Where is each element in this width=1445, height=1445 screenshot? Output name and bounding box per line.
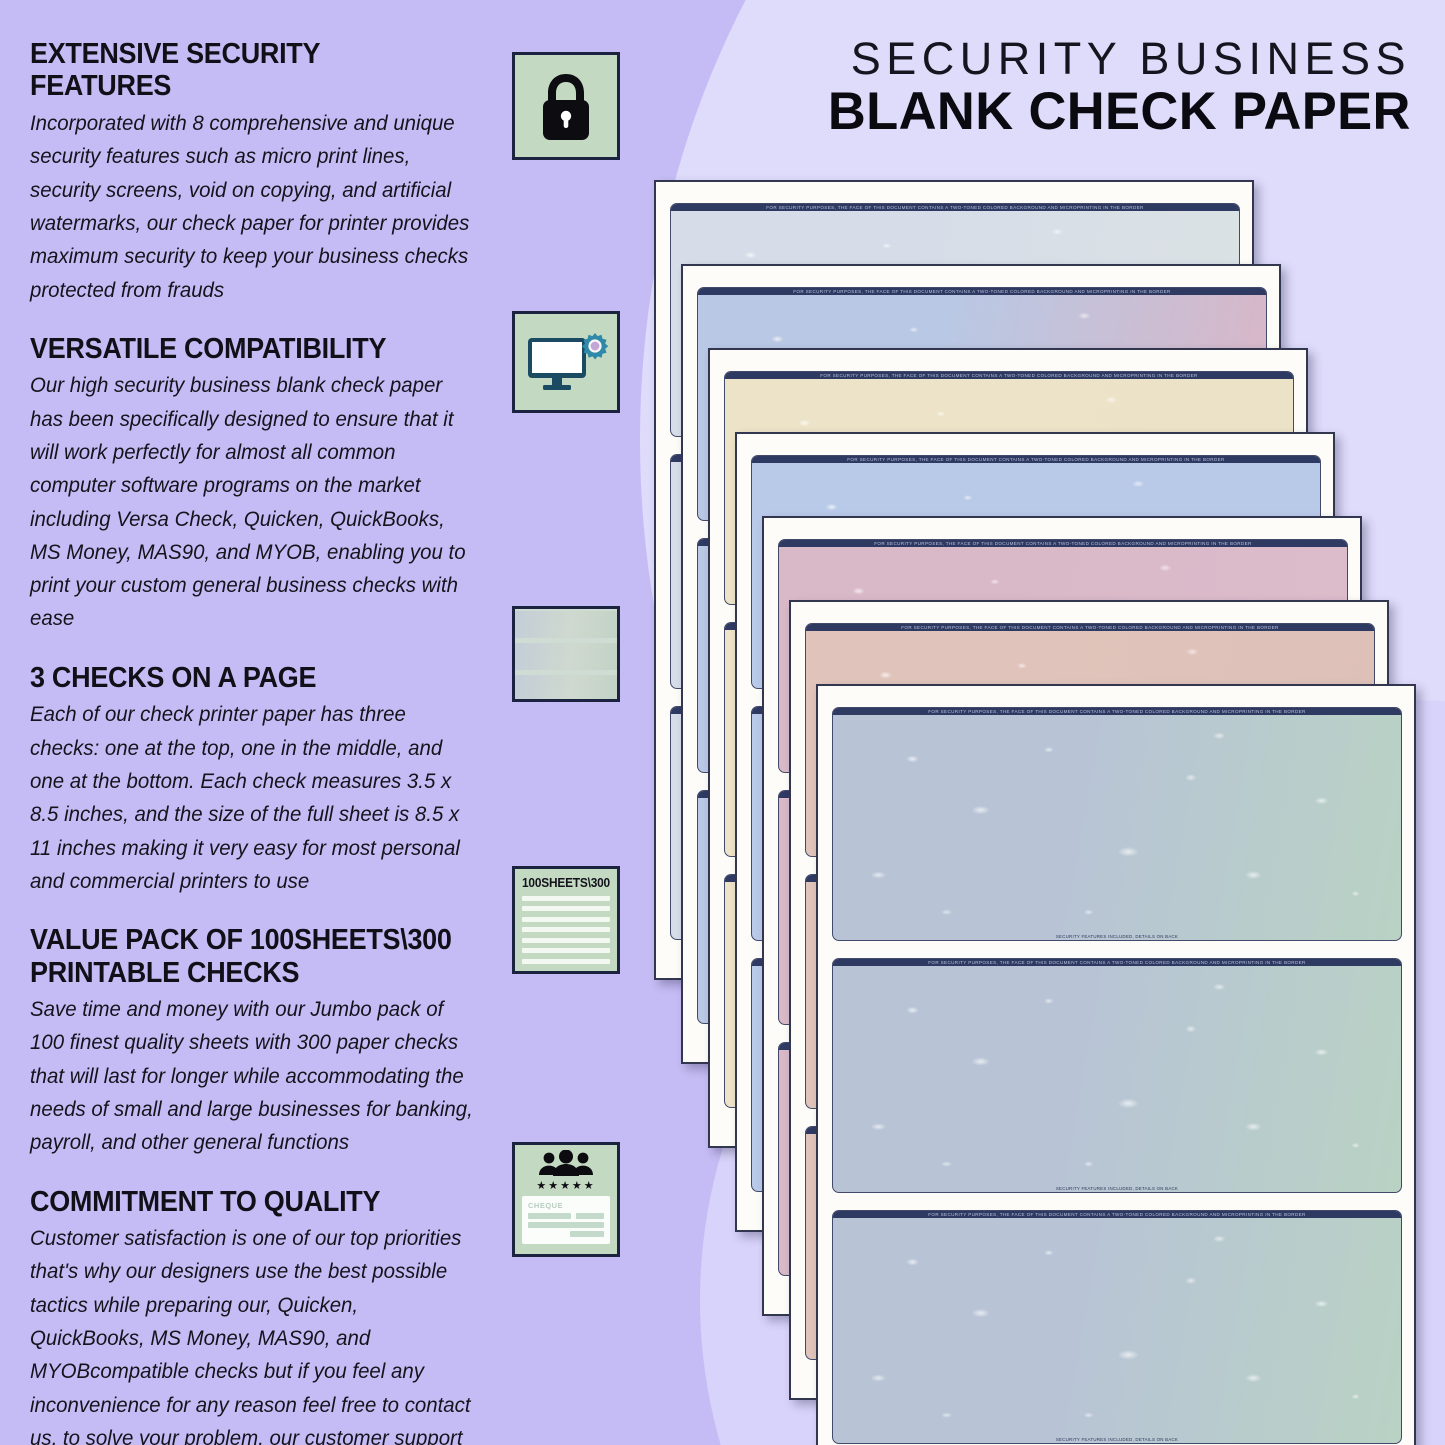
feature-block-compatibility: VERSATILE COMPATIBILITY Our high securit… — [30, 333, 500, 636]
features-column: EXTENSIVE SECURITY FEATURES Incorporated… — [30, 38, 500, 1445]
icon-tile-quality: ★★★★★ CHEQUE — [512, 1142, 620, 1257]
microprint-bottom-text: SECURITY FEATURES INCLUDED, DETAILS ON B… — [1055, 1185, 1179, 1191]
feature-heading: 3 CHECKS ON A PAGE — [30, 661, 317, 694]
cheque-card-icon: CHEQUE — [522, 1196, 610, 1244]
check-3: FOR SECURITY PURPOSES, THE FACE OF THIS … — [832, 1209, 1402, 1445]
mini-check-strip — [515, 675, 617, 699]
microprint-top-bar: FOR SECURITY PURPOSES, THE FACE OF THIS … — [671, 203, 1239, 211]
microprint-top-bar: FOR SECURITY PURPOSES, THE FACE OF THIS … — [725, 371, 1293, 379]
feature-body: Each of our check printer paper has thre… — [30, 702, 460, 893]
icon-tile-value-pack: 100SHEETS\300 — [512, 866, 620, 974]
feature-heading: VERSATILE COMPATIBILITY — [30, 332, 387, 365]
sheet-rule-line — [522, 948, 610, 953]
marble-texture — [833, 959, 1401, 1192]
sheet-rule-line — [522, 906, 610, 911]
icon-tile-security — [512, 52, 620, 160]
mini-check-strip — [515, 611, 617, 638]
microprint-top-bar: FOR SECURITY PURPOSES, THE FACE OF THIS … — [698, 287, 1266, 295]
feature-heading: VALUE PACK OF 100SHEETS\300 PRINTABLE CH… — [30, 924, 452, 989]
padlock-icon — [515, 55, 617, 157]
sheet-rule-line — [522, 937, 610, 943]
title-line-1: SECURITY BUSINESS — [850, 33, 1411, 84]
feature-body: Incorporated with 8 comprehensive and un… — [30, 110, 470, 302]
microprint-top-text: FOR SECURITY PURPOSES, THE FACE OF THIS … — [874, 540, 1252, 546]
sheet-rule-line — [522, 927, 610, 932]
marble-texture — [833, 1210, 1401, 1444]
microprint-top-text: FOR SECURITY PURPOSES, THE FACE OF THIS … — [928, 1211, 1306, 1217]
microprint-bottom-text: SECURITY FEATURES INCLUDED, DETAILS ON B… — [1055, 1437, 1179, 1443]
icon-tile-compatibility — [512, 311, 620, 413]
microprint-top-bar: FOR SECURITY PURPOSES, THE FACE OF THIS … — [833, 959, 1401, 967]
sheet-rule-line — [522, 916, 610, 922]
people-group-icon — [515, 1149, 617, 1182]
check-2: FOR SECURITY PURPOSES, THE FACE OF THIS … — [832, 958, 1402, 1193]
feature-block-three-checks: 3 CHECKS ON A PAGE Each of our check pri… — [30, 662, 500, 898]
microprint-top-text: FOR SECURITY PURPOSES, THE FACE OF THIS … — [928, 960, 1306, 966]
microprint-top-text: FOR SECURITY PURPOSES, THE FACE OF THIS … — [820, 372, 1198, 378]
microprint-top-bar: FOR SECURITY PURPOSES, THE FACE OF THIS … — [833, 707, 1401, 715]
microprint-bottom-text: SECURITY FEATURES INCLUDED, DETAILS ON B… — [1055, 934, 1179, 940]
feature-body: Customer satisfaction is one of our top … — [30, 1226, 471, 1445]
page-title: SECURITY BUSINESS BLANK CHECK PAPER — [822, 36, 1411, 140]
feature-block-value-pack: VALUE PACK OF 100SHEETS\300 PRINTABLE CH… — [30, 924, 500, 1160]
feature-body: Our high security business blank check p… — [30, 373, 466, 631]
icon-tile-three-checks — [512, 606, 620, 702]
microprint-top-bar: FOR SECURITY PURPOSES, THE FACE OF THIS … — [833, 1210, 1401, 1218]
feature-block-quality: COMMITMENT TO QUALITY Customer satisfact… — [30, 1186, 500, 1445]
marble-texture — [833, 707, 1401, 941]
sheet-rule-line — [522, 895, 610, 901]
feature-block-security: EXTENSIVE SECURITY FEATURES Incorporated… — [30, 38, 500, 307]
microprint-top-bar: FOR SECURITY PURPOSES, THE FACE OF THIS … — [806, 623, 1374, 631]
microprint-top-bar: FOR SECURITY PURPOSES, THE FACE OF THIS … — [779, 539, 1347, 547]
feature-heading: COMMITMENT TO QUALITY — [30, 1185, 381, 1218]
check-1: FOR SECURITY PURPOSES, THE FACE OF THIS … — [832, 706, 1402, 942]
mini-check-strip — [515, 643, 617, 670]
microprint-top-text: FOR SECURITY PURPOSES, THE FACE OF THIS … — [793, 288, 1171, 294]
microprint-top-bar: FOR SECURITY PURPOSES, THE FACE OF THIS … — [752, 455, 1320, 463]
microprint-top-text: FOR SECURITY PURPOSES, THE FACE OF THIS … — [901, 624, 1279, 630]
cheque-card-label: CHEQUE — [528, 1201, 564, 1210]
sheet-rule-line — [522, 958, 610, 964]
microprint-top-text: FOR SECURITY PURPOSES, THE FACE OF THIS … — [847, 456, 1225, 462]
rating-stars-icon: ★★★★★ — [536, 1180, 596, 1192]
sheets-count-label: 100SHEETS\300 — [522, 876, 610, 890]
title-line-2: BLANK CHECK PAPER — [828, 81, 1411, 141]
feature-heading: EXTENSIVE SECURITY FEATURES — [30, 38, 320, 103]
microprint-top-text: FOR SECURITY PURPOSES, THE FACE OF THIS … — [928, 708, 1306, 714]
microprint-top-text: FOR SECURITY PURPOSES, THE FACE OF THIS … — [766, 204, 1144, 210]
feature-body: Save time and money with our Jumbo pack … — [30, 997, 473, 1155]
monitor-gear-icon — [515, 314, 617, 410]
sheet-blue-green: FOR SECURITY PURPOSES, THE FACE OF THIS … — [816, 684, 1416, 1445]
